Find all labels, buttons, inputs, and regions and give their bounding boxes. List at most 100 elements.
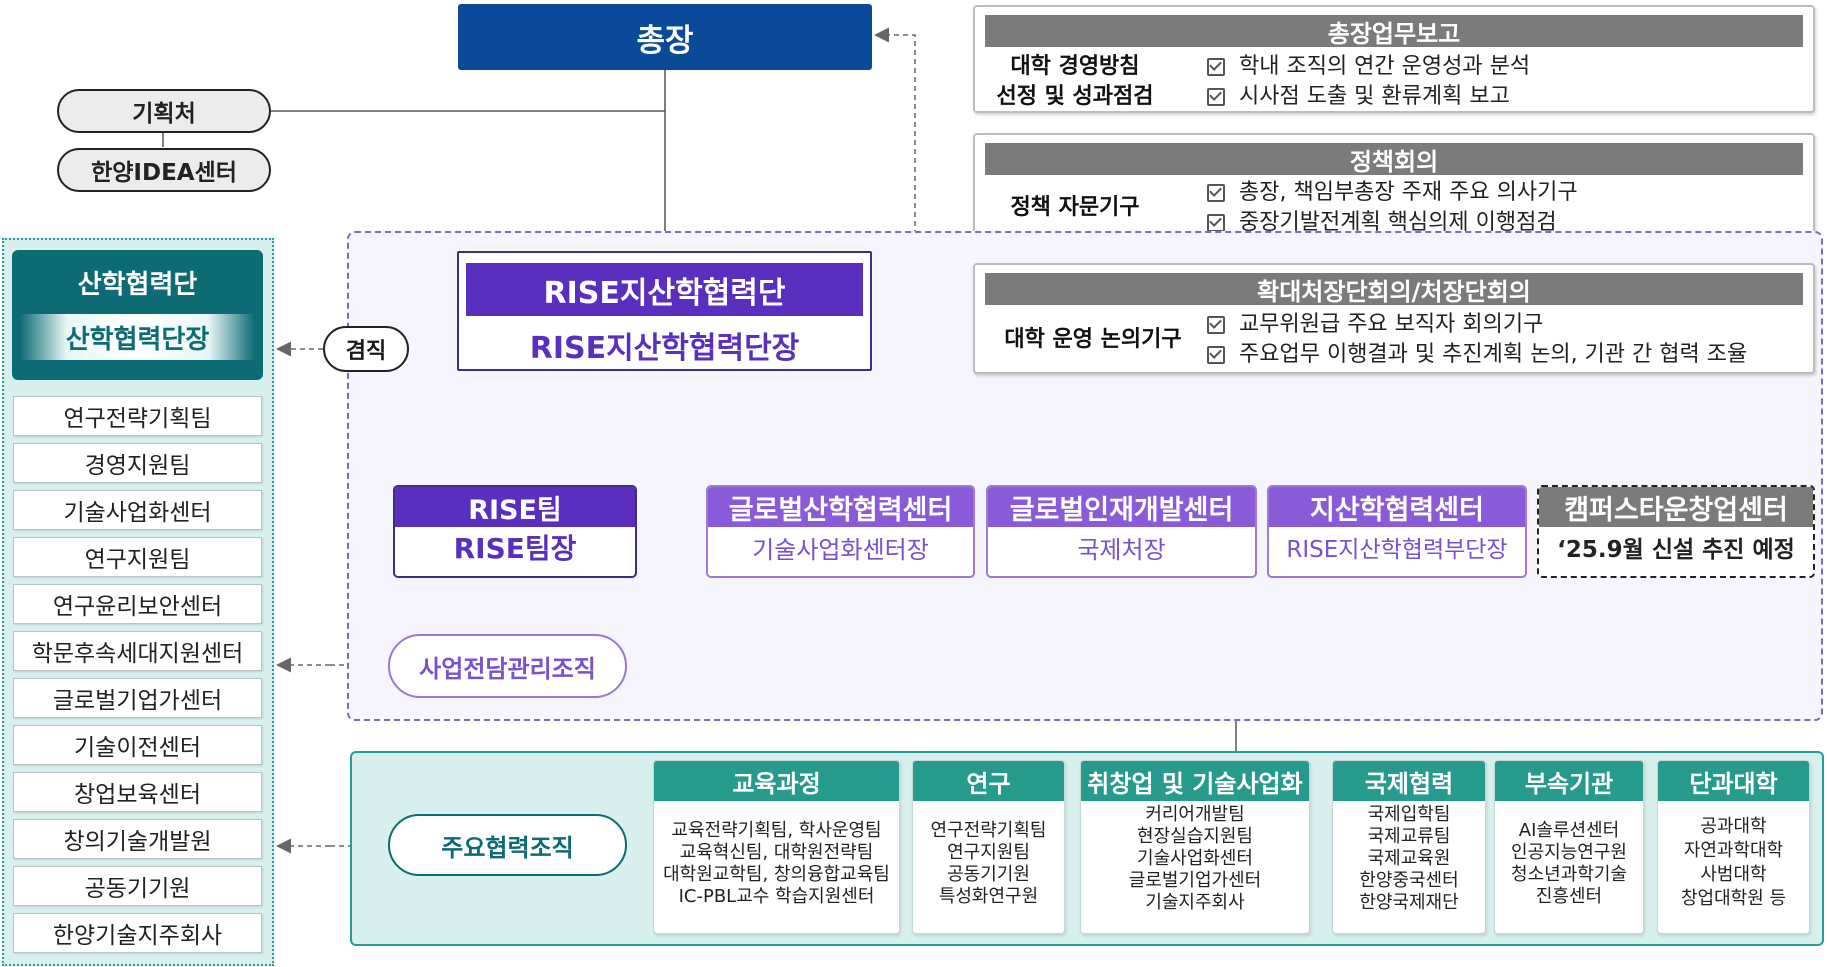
coop-group-title: 교육과정 (654, 761, 899, 801)
industry-team: 기술이전센터 (13, 725, 262, 765)
checkbox-icon (1207, 58, 1225, 76)
dual-role-badge: 겸직 (323, 326, 409, 372)
coop-item: IC-PBL교수 학습지원센터 (678, 886, 875, 907)
coop-group-title: 국제협력 (1333, 761, 1485, 801)
industry-team: 연구전략기획팀 (13, 396, 262, 436)
coop-item: 연구지원팀 (947, 842, 1030, 863)
rise-unit-global-industry: 글로벌산학협력센터 기술사업화센터장 (706, 485, 975, 578)
coop-group-research: 연구 연구전략기획팀 연구지원팀 공동기기원 특성화연구원 (912, 760, 1065, 934)
report-category-line: 대학 경영방침 (1010, 54, 1140, 79)
checkbox-icon (1207, 184, 1225, 202)
report-box-policy-meeting: 정책회의 정책 자문기구 총장, 책임부총장 주재 주요 의사기구 중장기발전계… (973, 133, 1815, 242)
coop-item: 인공지능연구원 (1511, 842, 1627, 863)
coop-item: 대학원교학팀, 창의융합교육팀 (663, 864, 890, 885)
coop-group-title: 단과대학 (1658, 761, 1809, 801)
coop-item: 진흥센터 (1535, 886, 1603, 907)
coop-item: 국제교육원 (1367, 848, 1451, 869)
coop-group-startup-commercialization: 취창업 및 기술사업화 커리어개발팀 현장실습지원팀 기술사업화센터 글로벌기업… (1080, 760, 1310, 934)
coop-item: 커리어개발팀 (1145, 804, 1245, 825)
report-title: 확대처장단회의/처장단회의 (985, 273, 1803, 306)
industry-team: 창업보육센터 (13, 772, 262, 812)
coop-group-items: AI솔루션센터 인공지능연구원 청소년과학기술 진흥센터 (1495, 801, 1643, 908)
report-item: 학내 조직의 연간 운영성과 분석 (1239, 54, 1531, 79)
coop-item: 국제교류팀 (1367, 826, 1451, 847)
rise-unit-head: ‘25.9월 신설 추진 예정 (1557, 537, 1795, 563)
industry-team: 연구윤리보안센터 (13, 584, 262, 624)
rise-unit-name: RISE팀 (395, 487, 635, 527)
coop-item: 기술지주회사 (1145, 892, 1245, 913)
report-item: 시사점 도출 및 환류계획 보고 (1239, 84, 1510, 109)
coop-item: AI솔루션센터 (1518, 820, 1620, 841)
report-item: 교무위원급 주요 보직자 회의기구 (1239, 312, 1544, 337)
report-item: 중장기발전계획 핵심의제 이행점검 (1239, 210, 1557, 235)
coop-group-title: 부속기관 (1495, 761, 1643, 801)
coop-item: 연구전략기획팀 (930, 820, 1047, 841)
report-items: 학내 조직의 연간 운영성과 분석 시사점 도출 및 환류계획 보고 (1207, 52, 1530, 112)
checkbox-icon (1207, 214, 1225, 232)
coop-item: 청소년과학기술 (1511, 864, 1627, 885)
industry-team: 창의기술개발원 (13, 819, 262, 859)
coop-item: 기술사업화센터 (1137, 848, 1253, 869)
report-box-president-business: 총장업무보고 대학 경영방침 선정 및 성과점검 학내 조직의 연간 운영성과 … (973, 5, 1815, 113)
coop-group-items: 연구전략기획팀 연구지원팀 공동기기원 특성화연구원 (913, 801, 1064, 908)
idea-center-box: 한양IDEA센터 (57, 148, 271, 192)
coop-group-title: 연구 (913, 761, 1064, 801)
planning-office-box: 기획처 (57, 89, 271, 133)
rise-main-title: RISE지산학협력단 (466, 263, 863, 316)
report-category: 정책 자문기구 (987, 193, 1163, 223)
coop-item: 공과대학 (1700, 816, 1767, 837)
rise-unit-campus-town: 캠퍼스타운창업센터 ‘25.9월 신설 추진 예정 (1537, 485, 1815, 578)
rise-unit-name: 캠퍼스타운창업센터 (1539, 487, 1813, 527)
report-title: 정책회의 (985, 143, 1803, 176)
coop-item: 한양국제재단 (1359, 892, 1459, 913)
rise-unit-rise-team: RISE팀 RISE팀장 (393, 485, 637, 578)
report-item: 총장, 책임부총장 주재 주요 의사기구 (1239, 180, 1578, 205)
rise-main-box: RISE지산학협력단 RISE지산학협력단장 (457, 251, 872, 371)
coop-item: 자연과학대학 (1683, 840, 1784, 861)
rise-unit-head: 기술사업화센터장 (752, 535, 929, 564)
industry-cooperation-header: 산학협력단 산학협력단장 (12, 250, 263, 380)
rise-main-head: RISE지산학협력단장 (529, 331, 800, 366)
rise-unit-head: 국제처장 (1077, 535, 1166, 564)
industry-cooperation-title: 산학협력단 (77, 270, 198, 300)
rise-unit-global-talent: 글로벌인재개발센터 국제처장 (986, 485, 1257, 578)
coop-item: 교육혁신팀, 대학원전략팀 (679, 842, 874, 863)
coop-item: 특성화연구원 (938, 886, 1039, 907)
coop-group-items: 교육전략기획팀, 학사운영팀 교육혁신팀, 대학원전략팀 대학원교학팀, 창의융… (654, 801, 899, 908)
industry-cooperation-head: 산학협력단장 (20, 314, 255, 360)
coop-item: 공동기기원 (947, 864, 1030, 885)
industry-team: 경영지원팀 (13, 443, 262, 483)
president-box: 총장 (458, 4, 872, 70)
rise-unit-name: 글로벌인재개발센터 (988, 487, 1255, 527)
coop-item: 글로벌기업가센터 (1128, 870, 1262, 891)
coop-item: 국제입학팀 (1367, 804, 1451, 825)
industry-team: 한양기술지주회사 (13, 913, 262, 953)
business-management-org: 사업전담관리조직 (388, 634, 627, 698)
checkbox-icon (1207, 88, 1225, 106)
rise-unit-regional-industry: 지산학협력센터 RISE지산학협력부단장 (1267, 485, 1527, 578)
coop-group-international: 국제협력 국제입학팀 국제교류팀 국제교육원 한양중국센터 한양국제재단 (1332, 760, 1486, 934)
rise-unit-name: 글로벌산학협력센터 (708, 487, 973, 527)
rise-unit-head: RISE지산학협력부단장 (1286, 537, 1508, 563)
industry-team: 글로벌기업가센터 (13, 678, 262, 718)
report-category: 대학 경영방침 선정 및 성과점검 (987, 52, 1163, 112)
rise-unit-head: RISE팀장 (453, 532, 577, 565)
report-title: 총장업무보고 (985, 15, 1803, 48)
coop-group-items: 국제입학팀 국제교류팀 국제교육원 한양중국센터 한양국제재단 (1333, 801, 1485, 914)
coop-item: 현장실습지원팀 (1137, 826, 1253, 847)
coop-group-items: 커리어개발팀 현장실습지원팀 기술사업화센터 글로벌기업가센터 기술지주회사 (1081, 801, 1309, 914)
major-cooperation-org: 주요협력조직 (388, 814, 627, 876)
report-category-line: 선정 및 성과점검 (996, 84, 1154, 109)
report-box-dean-meeting: 확대처장단회의/처장단회의 대학 운영 논의기구 교무위원급 주요 보직자 회의… (973, 263, 1815, 374)
coop-group-items: 공과대학 자연과학대학 사범대학 창업대학원 등 (1658, 801, 1809, 911)
coop-group-title: 취창업 및 기술사업화 (1081, 761, 1309, 801)
coop-item: 한양중국센터 (1359, 870, 1459, 891)
rise-unit-name: 지산학협력센터 (1269, 487, 1525, 527)
report-category-line: 정책 자문기구 (1010, 195, 1140, 220)
industry-team: 학문후속세대지원센터 (13, 631, 262, 671)
coop-item: 창업대학원 등 (1680, 888, 1787, 909)
coop-item: 사범대학 (1700, 864, 1767, 885)
industry-team: 연구지원팀 (13, 537, 262, 577)
coop-group-curriculum: 교육과정 교육전략기획팀, 학사운영팀 교육혁신팀, 대학원전략팀 대학원교학팀… (653, 760, 900, 934)
coop-item: 교육전략기획팀, 학사운영팀 (671, 820, 882, 841)
